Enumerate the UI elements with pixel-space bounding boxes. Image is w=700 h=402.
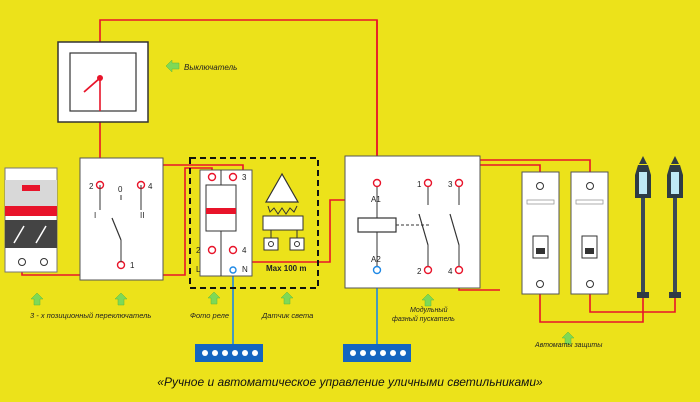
- contactor-pin-3: 3: [448, 180, 453, 189]
- switch-pointer-arrow: [165, 59, 180, 73]
- selector-label: 3 - х позиционный переключатель: [30, 311, 151, 320]
- modular-contactor[interactable]: A1 A2 1 3 2 4: [344, 155, 481, 289]
- neutral-terminal-bar-1: [195, 344, 263, 362]
- contactor-pointer-arrow: [421, 293, 435, 307]
- photo-relay-pin-2: 2: [196, 246, 201, 255]
- contactor-pin-1: 1: [417, 180, 422, 189]
- photo-relay[interactable]: 3 2 4 L N: [196, 169, 253, 277]
- sensor-max-distance: Max 100 m: [266, 264, 306, 273]
- breaker-pointer-arrow: [30, 292, 44, 306]
- diagram-title: «Ручное и автоматическое управление улич…: [157, 375, 543, 389]
- photo-relay-pin-4: 4: [242, 246, 247, 255]
- output-breaker-1[interactable]: [521, 171, 560, 295]
- breakers-label: Автоматы защиты: [534, 342, 603, 349]
- contactor-label-line1: Модульный: [410, 306, 448, 314]
- photo-relay-pin-3: 3: [242, 173, 247, 182]
- sensor-pointer-arrow: [280, 291, 294, 305]
- light-sensor[interactable]: Max 100 m: [262, 172, 306, 273]
- output-breaker-2[interactable]: [570, 171, 609, 295]
- selector-switch[interactable]: 2 0 4 I II 1: [79, 157, 164, 281]
- selector-pos-II: II: [140, 211, 144, 220]
- photo-relay-label: Фото реле: [190, 311, 229, 320]
- selector-pin-1: 1: [130, 261, 135, 270]
- main-breaker[interactable]: [4, 167, 58, 273]
- selector-pin-0: 0: [118, 185, 123, 194]
- contactor-pin-A2: A2: [371, 255, 381, 264]
- photo-relay-pointer-arrow: [207, 291, 221, 305]
- switch-label: Выключатель: [184, 63, 237, 72]
- street-lamp-2: [667, 156, 683, 298]
- contactor-pin-A1: A1: [371, 195, 381, 204]
- photo-relay-pin-N: N: [242, 265, 248, 274]
- sensor-label: Датчик света: [261, 311, 313, 320]
- contactor-pin-4: 4: [448, 267, 453, 276]
- selector-pin-2: 2: [89, 182, 94, 191]
- selector-pointer-arrow: [114, 292, 128, 306]
- contactor-pin-2: 2: [417, 267, 422, 276]
- selector-pin-4: 4: [148, 182, 153, 191]
- neutral-terminal-bar-2: [343, 344, 411, 362]
- wall-switch[interactable]: [57, 41, 149, 123]
- contactor-label-line2: фазный пускатель: [392, 315, 455, 323]
- photo-relay-group: [189, 157, 319, 289]
- selector-pos-I: I: [94, 211, 96, 220]
- street-lamp-1: [635, 156, 651, 298]
- photo-relay-pin-L: L: [196, 265, 201, 274]
